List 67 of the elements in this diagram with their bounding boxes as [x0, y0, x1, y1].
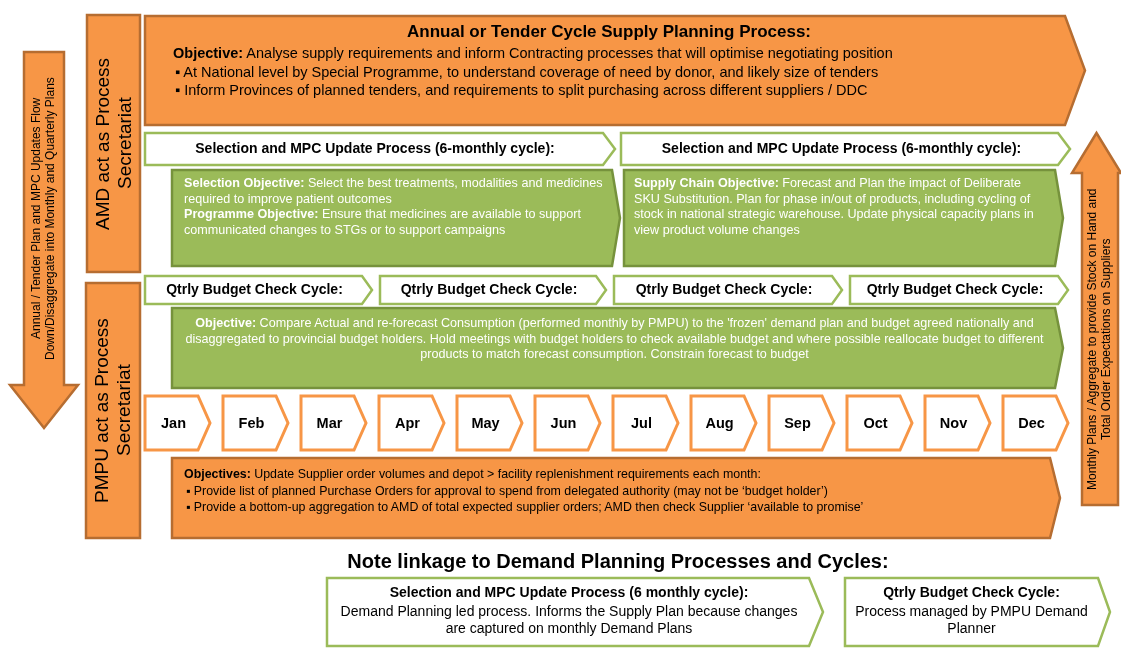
month-label: Mar [316, 415, 343, 431]
bullet-item: ▪ At National level by Special Programme, to understand coverage of need by donor, and likely size of tenders [174, 62, 880, 82]
section-heading: Note linkage to Demand Planning Processes and Cycles: [346, 550, 890, 573]
rotated-label: Annual / Tender Plan and MPC Updates Flow Down/Disaggregate into Monthly and Quarterly Plans [30, 76, 58, 362]
cycle-header [614, 276, 842, 304]
heading-text: Annual or Tender Cycle Supply Planning Process: [406, 22, 812, 43]
month-label: Aug [705, 415, 734, 431]
month-tab [223, 396, 288, 450]
heading-text: Selection and MPC Update Process (6 monthly cycle): [388, 584, 750, 601]
objective-text: Objective: Analyse supply requirements and inform Contracting processes that will optimise negotiating position [173, 44, 894, 63]
month-tab [535, 396, 600, 450]
note-panel [845, 578, 1110, 646]
flow-down-arrow [10, 52, 78, 428]
cycle-header [850, 276, 1068, 304]
month-label: Oct [863, 415, 888, 431]
heading-text: Qtrly Budget Check Cycle: [634, 281, 814, 298]
cycle-header [145, 276, 372, 304]
objective-text: Selection Objective: Select the best treatments, modalities and medicines required to improve patient outcomes [184, 176, 604, 208]
month-label: Jan [161, 415, 186, 431]
month-label: Sep [784, 415, 811, 431]
bullet-item: ▪ Provide list of planned Purchase Orders for approval to spend from delegated authority (may not be ‘budget holder’) [185, 482, 829, 499]
cycle-header [621, 133, 1070, 165]
month-label: Nov [939, 415, 968, 431]
rotated-label: PMPU act as Process Secretariat [91, 317, 135, 505]
objective-panel [624, 170, 1063, 266]
objective-panel [172, 170, 620, 266]
month-label: May [471, 415, 500, 431]
objective-text: Supply Chain Objective: Forecast and Plan the impact of Deliberate SKU Substitution. Plan for phase in/out of products, including cycling of stock in national strategic warehouse. Update physical capacity plans in view product volume changes [634, 176, 1035, 239]
heading-text: Qtrly Budget Check Cycle: [882, 584, 1061, 601]
month-label: Apr [395, 415, 420, 431]
month-label: Jun [550, 415, 577, 431]
month-tab [769, 396, 834, 450]
bullet-item: ▪ Inform Provinces of planned tenders, and requirements to split purchasing across different suppliers / DDC [174, 81, 869, 101]
heading-text: Selection and MPC Update Process (6-monthly cycle): [660, 140, 1023, 157]
cycle-header [145, 133, 615, 165]
objective-text: Programme Objective: Ensure that medicines are available to support communicated changes to STGs or to support campaigns [184, 207, 582, 239]
month-tab [145, 396, 210, 450]
month-label: Dec [1018, 415, 1045, 431]
heading-text: Qtrly Budget Check Cycle: [165, 281, 344, 298]
objective-text: Objective: Compare Actual and re-forecast Consumption (performed monthly by PMPU) to the 'frozen' demand plan and budget agreed nationally and disaggregated to provincial budget holders. Hold meetings with budget holders to check available budget and where possible reallocate budget to different products to match forecast consumption. Constrain forecast to budget [184, 316, 1045, 364]
month-tab [925, 396, 990, 450]
month-tab [1003, 396, 1068, 450]
role-bar [86, 283, 140, 538]
heading-text: Qtrly Budget Check Cycle: [865, 281, 1045, 298]
objective-text: Objectives: Update Supplier order volumes and depot > facility replenishment requirements each month: [184, 467, 762, 483]
rotated-label: AMD act as Process Secretariat [91, 56, 136, 232]
heading-text: Selection and MPC Update Process (6-monthly cycle): [194, 140, 556, 157]
month-tab [847, 396, 912, 450]
month-tab [613, 396, 678, 450]
process-banner [145, 16, 1085, 125]
note-panel [327, 578, 823, 646]
month-tab [301, 396, 366, 450]
month-label: Jul [631, 415, 652, 431]
bullet-item: ▪ Provide a bottom-up aggregation to AMD of total expected supplier orders; AMD then check Supplier ‘available to promise’ [185, 498, 865, 515]
month-tab [379, 396, 444, 450]
heading-text: Qtrly Budget Check Cycle: [399, 281, 579, 298]
objective-banner [172, 458, 1060, 538]
objective-panel [172, 308, 1063, 388]
month-label: Feb [238, 415, 265, 431]
role-bar [87, 15, 140, 272]
aggregate-up-arrow [1072, 133, 1121, 505]
cycle-header [380, 276, 606, 304]
objective-text: Demand Planning led process. Informs the Supply Plan because changes are captured on monthly Demand Plans [339, 602, 799, 638]
month-tab [457, 396, 522, 450]
objective-text: Process managed by PMPU Demand Planner [854, 602, 1089, 638]
rotated-label: Monthly Plans / Aggregate to provide Stock on Hand and Total Order Expectations on Suppliers [1086, 187, 1114, 492]
month-tab [691, 396, 756, 450]
